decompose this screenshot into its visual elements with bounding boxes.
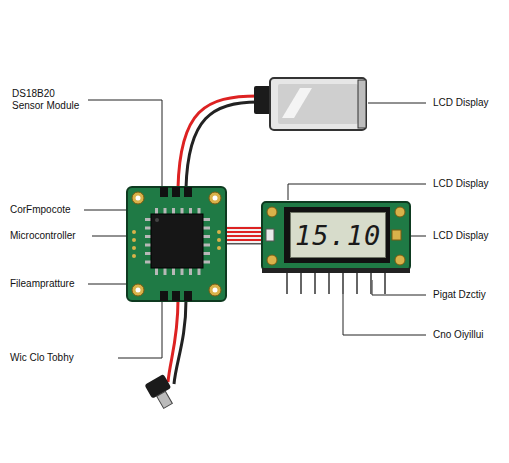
chip-pin [203, 227, 210, 230]
callout-label: LCD Display [433, 230, 489, 242]
callout-label: LCD Display [433, 97, 489, 109]
header-pin [286, 273, 288, 294]
header-pin [314, 273, 316, 294]
callout-label: DS18B20 Sensor Module [12, 88, 84, 112]
callout-label: LCD Display [433, 178, 489, 190]
chip-pin [203, 218, 210, 221]
header-pin [328, 273, 330, 294]
header-pin [370, 273, 372, 294]
chip-pin [181, 268, 184, 275]
header-pin [342, 273, 344, 294]
lcd-reading: 15.10 [295, 220, 381, 251]
callout-label: CorFmpocote [10, 204, 71, 216]
chip-pin [172, 268, 175, 275]
callout-label: Microcontroller [10, 230, 76, 242]
callout-label: Pigat Dzctiy [433, 289, 486, 301]
callout-label: Wic Clo Tobhy [10, 352, 74, 364]
chip-pin [203, 252, 210, 255]
header-pin [300, 273, 302, 294]
callout-label: Fileampratture [10, 278, 74, 290]
chip-pin [203, 235, 210, 238]
chip-pin [203, 261, 210, 264]
chip-pin [203, 244, 210, 247]
header-pin [356, 273, 358, 294]
callout-label: Cno Oiyillui [433, 329, 484, 341]
chip-pin [155, 268, 158, 275]
lcd-screen: 15.10 [290, 212, 386, 258]
header-pin [384, 273, 386, 294]
chip-pin [189, 268, 192, 275]
chip-pin [164, 268, 167, 275]
chip-pin [198, 268, 201, 275]
